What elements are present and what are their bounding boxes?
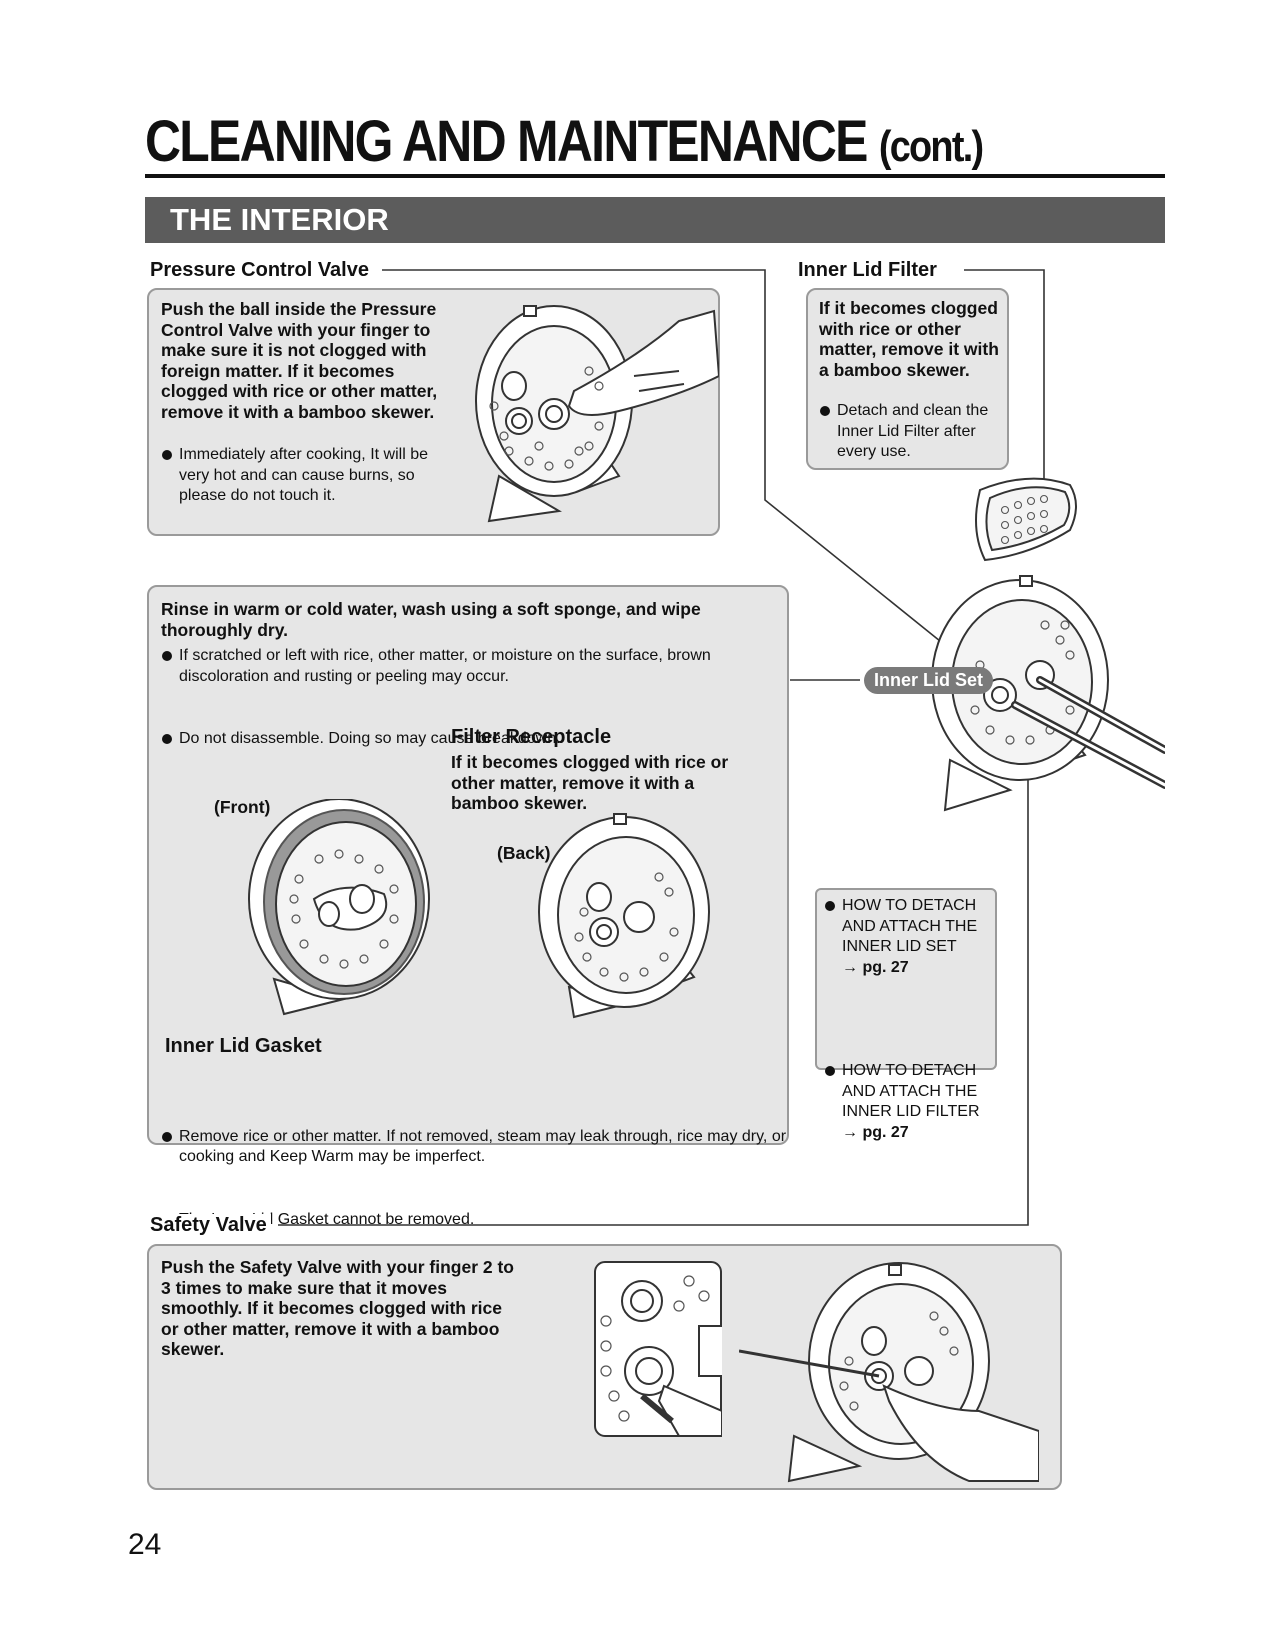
safety-valve-lid-illustration	[739, 1261, 1039, 1486]
safety-valve-instruction: Push the Safety Valve with your finger 2…	[161, 1257, 521, 1360]
pressure-valve-lid-illustration	[449, 296, 719, 532]
references-box: HOW TO DETACH AND ATTACH THE INNER LID S…	[815, 888, 997, 1070]
reference-2-page: pg. 27	[862, 1124, 908, 1141]
inner-lid-set-illustration	[920, 570, 1165, 820]
inner-lid-gasket-note-1: Remove rice or other matter. If not remo…	[161, 1127, 789, 1168]
filter-receptacle-instruction: If it becomes clogged with rice or other…	[451, 752, 751, 814]
back-lid-illustration	[529, 812, 724, 1022]
reference-1[interactable]: HOW TO DETACH AND ATTACH THE INNER LID S…	[824, 896, 1010, 978]
pressure-control-valve-heading: Pressure Control Valve	[150, 259, 373, 282]
safety-valve-box: Push the Safety Valve with your finger 2…	[147, 1244, 1062, 1490]
reference-1-text: HOW TO DETACH AND ATTACH THE INNER LID S…	[842, 897, 977, 955]
reference-2-text: HOW TO DETACH AND ATTACH THE INNER LID F…	[842, 1062, 980, 1120]
inner-lid-filter-heading: Inner Lid Filter	[798, 259, 941, 282]
pressure-control-valve-box: Push the ball inside the Pressure Contro…	[147, 288, 720, 536]
inner-lid-filter-illustration	[970, 470, 1090, 570]
reference-1-page: pg. 27	[862, 959, 908, 976]
inner-lid-set-note-1: If scratched or left with rice, other ma…	[161, 646, 779, 687]
filter-receptacle-heading: Filter Receptacle	[451, 726, 611, 749]
inner-lid-set-label: Inner Lid Set	[864, 667, 993, 694]
front-lid-illustration	[234, 799, 434, 1024]
inner-lid-filter-instruction: If it becomes clogged with rice or other…	[819, 298, 1001, 380]
inner-lid-filter-note: Detach and clean the Inner Lid Filter af…	[819, 401, 1015, 463]
safety-valve-heading: Safety Valve	[150, 1214, 271, 1237]
inner-lid-set-box: Rinse in warm or cold water, wash using …	[147, 585, 789, 1145]
pressure-control-valve-instruction: Push the ball inside the Pressure Contro…	[161, 299, 445, 422]
reference-2[interactable]: HOW TO DETACH AND ATTACH THE INNER LID F…	[824, 1061, 1010, 1143]
pressure-control-valve-note: Immediately after cooking, It will be ve…	[161, 445, 449, 507]
inner-lid-gasket-heading: Inner Lid Gasket	[165, 1035, 326, 1058]
inner-lid-set-instruction: Rinse in warm or cold water, wash using …	[161, 599, 761, 640]
inner-lid-filter-box: If it becomes clogged with rice or other…	[806, 288, 1009, 470]
safety-valve-closeup-illustration	[594, 1261, 722, 1437]
page-number: 24	[128, 1528, 161, 1562]
